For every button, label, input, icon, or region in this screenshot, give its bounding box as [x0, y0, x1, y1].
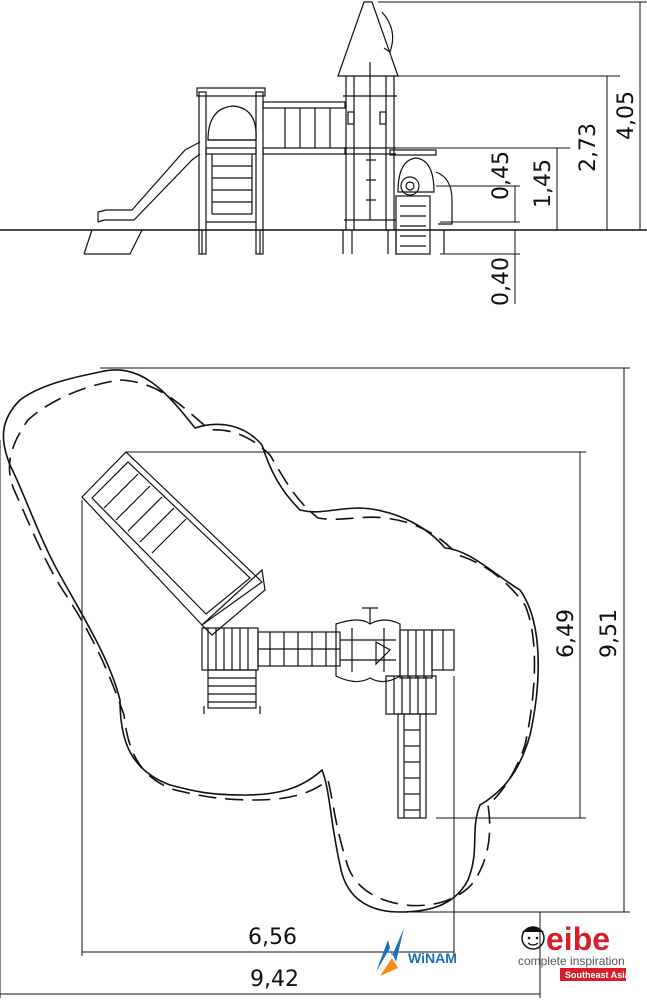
dim-small-deck: 0,45 [489, 151, 514, 200]
dim-equipment-depth: 6,49 [554, 609, 579, 658]
small-deck-unit [389, 149, 453, 255]
dim-foundation-depth: 0,40 [489, 257, 514, 306]
safety-zone-dashed-outline [8, 379, 536, 907]
safety-zone-outline [2, 369, 539, 913]
plan-equipment [81, 451, 455, 819]
left-tower [196, 87, 266, 255]
roof-tower [337, 1, 399, 254]
plan-bridge [257, 631, 341, 667]
eibe-region-text: Southeast Asia [565, 970, 631, 980]
plan-slide [81, 451, 263, 626]
winam-logo-text: WiNAM [408, 950, 457, 966]
eibe-face-icon [521, 926, 545, 950]
winam-swoosh-icon [376, 928, 404, 972]
plan-dimension-lines [0, 367, 630, 998]
eibe-logo: eibe complete inspiration Southeast Asia [518, 921, 631, 981]
plan-ladder [203, 669, 261, 714]
plan-lower-ladder [397, 713, 427, 819]
dim-roof-platform: 2,73 [576, 123, 601, 172]
dim-equipment-width: 6,56 [248, 925, 297, 950]
slide [83, 141, 201, 255]
plan-roof-deck [335, 607, 401, 683]
eibe-tagline: complete inspiration [518, 954, 625, 968]
dim-safety-zone-width: 9,42 [250, 967, 299, 992]
elevation-view [0, 1, 647, 255]
eibe-region-badge [560, 968, 626, 981]
elevation-dimension-lines [0, 1, 647, 304]
dim-safety-zone-depth: 9,51 [597, 609, 622, 658]
bridge [262, 101, 346, 155]
eibe-logo-text: eibe [546, 921, 610, 957]
left-tower-ladder [211, 154, 253, 215]
plan-view [0, 367, 630, 998]
dim-deck-height: 1,45 [531, 159, 556, 208]
dim-total-height: 4,05 [614, 91, 639, 140]
winam-logo: WiNAM [376, 928, 457, 976]
plan-main-deck [201, 627, 259, 671]
